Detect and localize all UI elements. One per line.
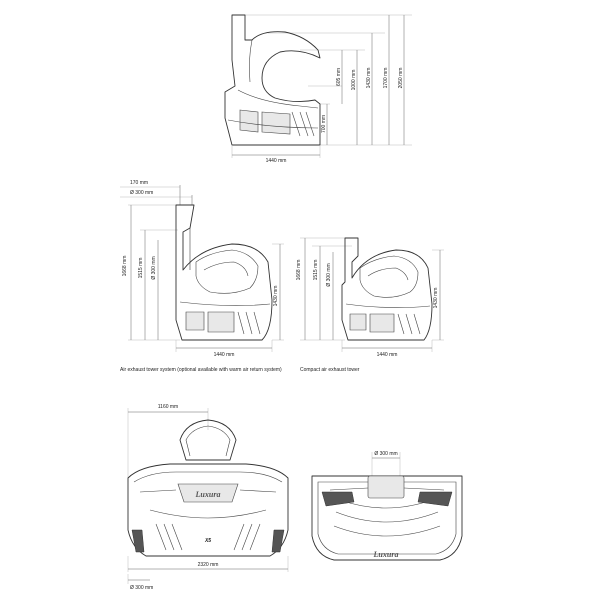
tower-h3-label: Ø 300 mm bbox=[151, 256, 157, 279]
tower-h1-label: 1668 mm bbox=[122, 256, 128, 277]
compact-view: 1668 mm 1515 mm Ø 300 mm 1430 mm 1440 mm… bbox=[296, 237, 444, 373]
compact-caption: Compact air exhaust tower bbox=[300, 367, 360, 373]
side-view-h3-label: 1430 mm bbox=[366, 68, 372, 89]
front-view: 1160 mm Luxura X5 2320 mm Ø 300 mm bbox=[127, 404, 289, 591]
exhaust-port bbox=[367, 475, 405, 499]
side-view-h2-label: 1000 mm bbox=[351, 70, 357, 91]
compact-right-label: 1430 mm bbox=[433, 288, 439, 309]
top-brand-logo: Luxura bbox=[373, 550, 399, 559]
front-width-label: 2320 mm bbox=[198, 562, 219, 568]
compact-width-label: 1440 mm bbox=[377, 352, 398, 358]
front-bottom-label: Ø 300 mm bbox=[130, 585, 153, 591]
tower-view: 170 mm Ø 300 mm 1668 mm 1515 mm Ø 300 mm… bbox=[120, 180, 284, 373]
tower-right-label: 1430 mm bbox=[273, 286, 279, 307]
side-view-h4-label: 1700 mm bbox=[383, 68, 389, 89]
side-view-open: 1440 mm 700 mm 605 mm 1000 mm 1430 mm 17… bbox=[224, 14, 412, 164]
front-brand-logo: Luxura bbox=[195, 490, 221, 499]
top-view-label: Ø 300 mm bbox=[374, 451, 397, 457]
top-view: Ø 300 mm Luxura bbox=[311, 451, 463, 561]
side-view-lower-label: 700 mm bbox=[321, 115, 327, 133]
compact-h1-label: 1668 mm bbox=[296, 260, 302, 281]
side-view-h1-label: 605 mm bbox=[336, 68, 342, 86]
tower-top-label-2: Ø 300 mm bbox=[130, 190, 153, 196]
front-model-label: X5 bbox=[204, 538, 211, 544]
side-view-h5-label: 2050 mm bbox=[398, 68, 404, 89]
tower-top-label-1: 170 mm bbox=[130, 180, 148, 186]
front-top-label: 1160 mm bbox=[158, 404, 178, 410]
tower-caption: Air exhaust tower system (optional avail… bbox=[120, 367, 282, 373]
tower-width-label: 1440 mm bbox=[214, 352, 235, 358]
compact-h3-label: Ø 300 mm bbox=[326, 263, 332, 286]
compact-h2-label: 1515 mm bbox=[313, 260, 319, 281]
side-view-width-label: 1440 mm bbox=[266, 158, 287, 164]
tower-h2-label: 1515 mm bbox=[138, 258, 144, 279]
